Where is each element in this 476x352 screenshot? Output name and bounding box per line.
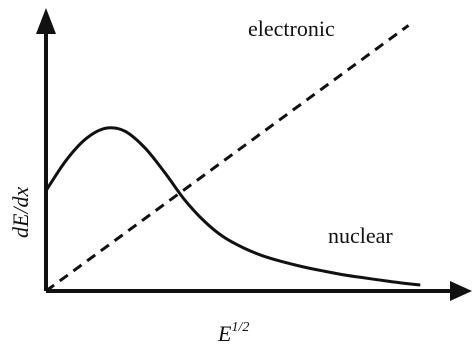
x-axis-title-base: E xyxy=(217,321,232,346)
x-axis-title: E1/2 xyxy=(217,320,249,346)
series-label-nuclear: nuclear xyxy=(328,223,393,248)
x-axis-arrow-icon xyxy=(450,281,472,301)
y-axis-arrow-icon xyxy=(36,8,56,34)
series-line-nuclear xyxy=(44,126,421,287)
x-axis-title-superscript: 1/2 xyxy=(231,320,249,335)
y-axis-title: dE/dx xyxy=(8,186,33,238)
series-line-electronic xyxy=(45,24,410,293)
series-label-electronic: electronic xyxy=(248,16,335,41)
